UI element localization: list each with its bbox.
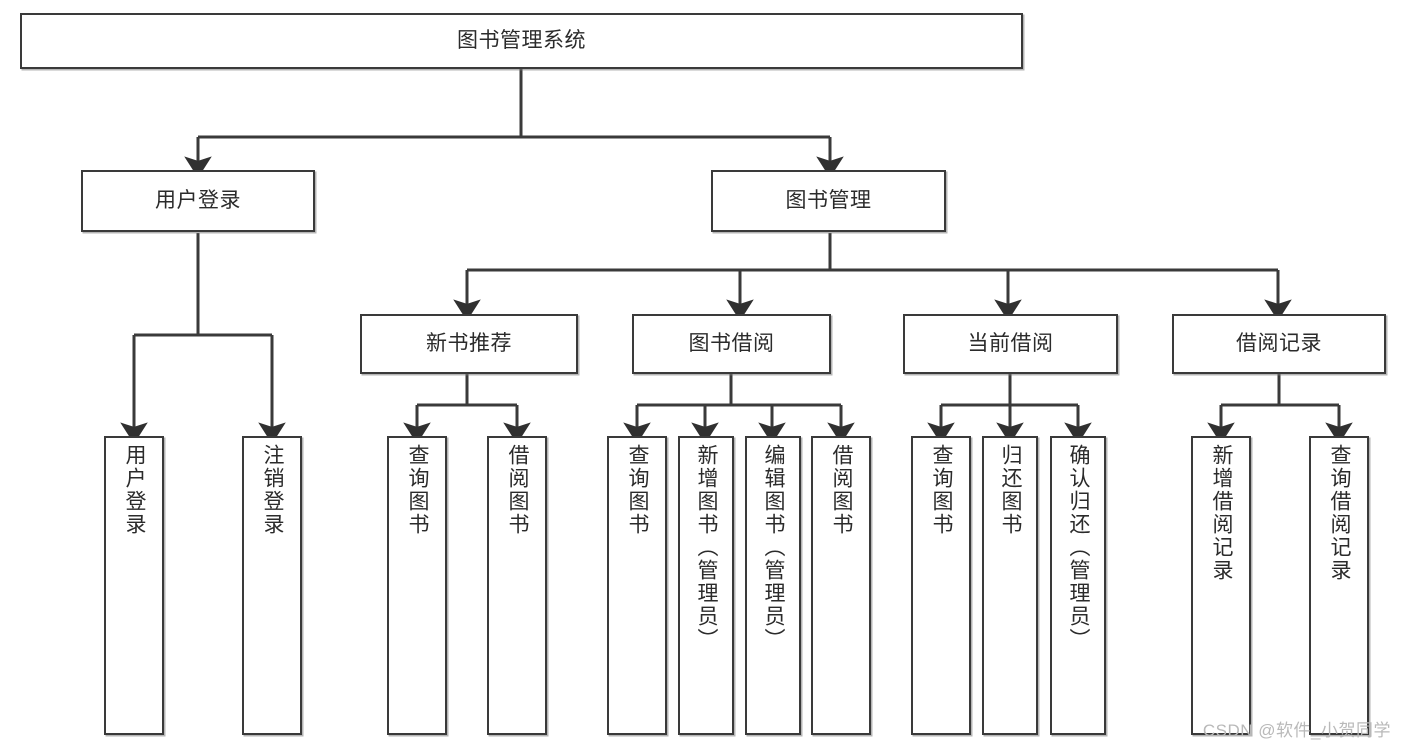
leaf-new-book-borrow[interactable]: 借阅图书	[487, 436, 547, 735]
node-label: 用户登录	[123, 444, 147, 536]
leaf-new-book-query[interactable]: 查询图书	[387, 436, 447, 735]
node-label: 图书借阅	[688, 331, 775, 355]
node-label: 当前借阅	[967, 331, 1054, 355]
node-label: 借阅图书	[506, 444, 530, 536]
node-root-system[interactable]: 图书管理系统	[20, 13, 1023, 69]
node-book-borrow[interactable]: 图书借阅	[632, 314, 831, 374]
node-label: 注销登录	[261, 444, 285, 536]
node-user-login[interactable]: 用户登录	[81, 170, 315, 232]
node-label: 借阅记录	[1236, 331, 1322, 355]
node-label: 编辑图书（管理员）	[762, 444, 786, 651]
node-label: 查询图书	[930, 444, 954, 536]
leaf-user-login-logout[interactable]: 注销登录	[242, 436, 302, 735]
node-borrow-record[interactable]: 借阅记录	[1172, 314, 1386, 374]
node-current-borrow[interactable]: 当前借阅	[903, 314, 1118, 374]
leaf-borrow-record-query[interactable]: 查询借阅记录	[1309, 436, 1369, 735]
leaf-current-borrow-return[interactable]: 归还图书	[982, 436, 1038, 735]
node-label: 查询图书	[406, 444, 430, 536]
node-label: 查询借阅记录	[1328, 444, 1352, 582]
leaf-borrow-record-add[interactable]: 新增借阅记录	[1191, 436, 1251, 735]
leaf-book-borrow-edit[interactable]: 编辑图书（管理员）	[745, 436, 801, 735]
node-label: 新增图书（管理员）	[695, 444, 719, 651]
node-label: 新增借阅记录	[1210, 444, 1234, 582]
node-label: 借阅图书	[830, 444, 854, 536]
leaf-current-borrow-query[interactable]: 查询图书	[911, 436, 971, 735]
node-label: 查询图书	[626, 444, 650, 536]
node-label: 用户登录	[155, 188, 241, 212]
leaf-book-borrow-query[interactable]: 查询图书	[607, 436, 667, 735]
node-label: 图书管理	[785, 188, 872, 212]
leaf-book-borrow-add[interactable]: 新增图书（管理员）	[678, 436, 734, 735]
node-label: 图书管理系统	[457, 28, 586, 52]
node-label: 新书推荐	[426, 331, 512, 355]
watermark: CSDN @软件_小贺同学	[1202, 721, 1391, 740]
leaf-book-borrow-borrow[interactable]: 借阅图书	[811, 436, 871, 735]
node-label: 归还图书	[999, 444, 1023, 536]
leaf-current-borrow-confirm-return[interactable]: 确认归还（管理员）	[1050, 436, 1106, 735]
node-label: 确认归还（管理员）	[1067, 444, 1091, 651]
node-book-management[interactable]: 图书管理	[711, 170, 946, 232]
leaf-user-login-login[interactable]: 用户登录	[104, 436, 164, 735]
node-new-book-recommend[interactable]: 新书推荐	[360, 314, 578, 374]
